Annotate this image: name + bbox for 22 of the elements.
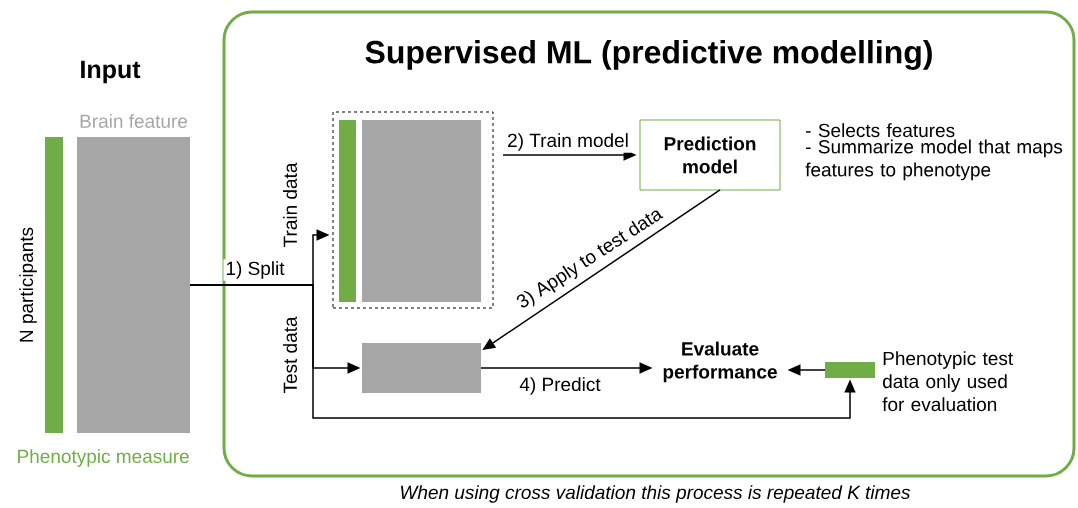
axis-label: N participants <box>19 227 37 342</box>
process-box: Prediction model <box>639 119 781 191</box>
edge-label: 2) Train model <box>505 131 631 153</box>
arrow <box>189 284 856 419</box>
data-block <box>362 120 481 302</box>
section-heading: Input <box>81 60 141 84</box>
column-heading: Brain feature <box>80 114 188 128</box>
edge-label: 1) Split <box>223 259 287 281</box>
bar <box>825 362 875 378</box>
note-text: - Selects features <box>806 123 955 138</box>
data-label: Test data <box>283 316 297 394</box>
edge-label: 4) Predict <box>517 375 603 397</box>
result-text: Evaluate performance <box>663 341 777 383</box>
caption: When using cross validation this process is repeated K times <box>401 485 911 503</box>
dashed-box <box>332 111 494 309</box>
note-text: - Summarize model that maps features to phenotype <box>805 139 1063 181</box>
bar <box>339 120 356 302</box>
panel-title: Supervised ML (predictive modelling) <box>365 40 932 70</box>
data-block <box>362 343 481 393</box>
bar-caption: Phenotypic measure <box>18 449 189 467</box>
note-text: Phenotypic test data only used for evaluation <box>882 351 1013 412</box>
data-label: Train data <box>283 162 297 247</box>
